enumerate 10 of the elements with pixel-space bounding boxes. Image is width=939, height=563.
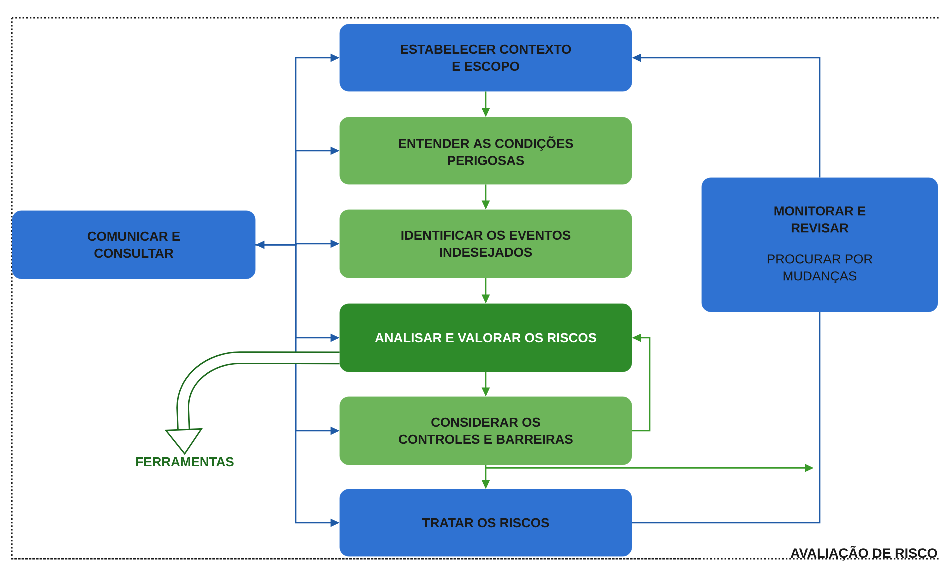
process-box: ANALISAR E VALORAR OS RISCOS (340, 304, 632, 372)
corner-label: AVALIAÇÃO DE RISCO (790, 546, 938, 561)
process-box: ENTENDER AS CONDIÇÕES PERIGOSAS (340, 117, 632, 185)
process-box: CONSIDERAR OS CONTROLES E BARREIRAS (340, 396, 632, 466)
tool-label: FERRAMENTAS (136, 457, 234, 467)
process-box: MONITORAR E REVISAR PROCURAR POR MUDANÇAS (702, 178, 938, 312)
process-box: IDENTIFICAR OS EVENTOS INDESEJADOS (340, 210, 632, 278)
process-box: TRATAR OS RISCOS (340, 489, 632, 557)
process-box: ESTABELECER CONTEXTO E ESCOPO (340, 24, 632, 92)
process-box: COMUNICAR E CONSULTAR (12, 210, 256, 280)
